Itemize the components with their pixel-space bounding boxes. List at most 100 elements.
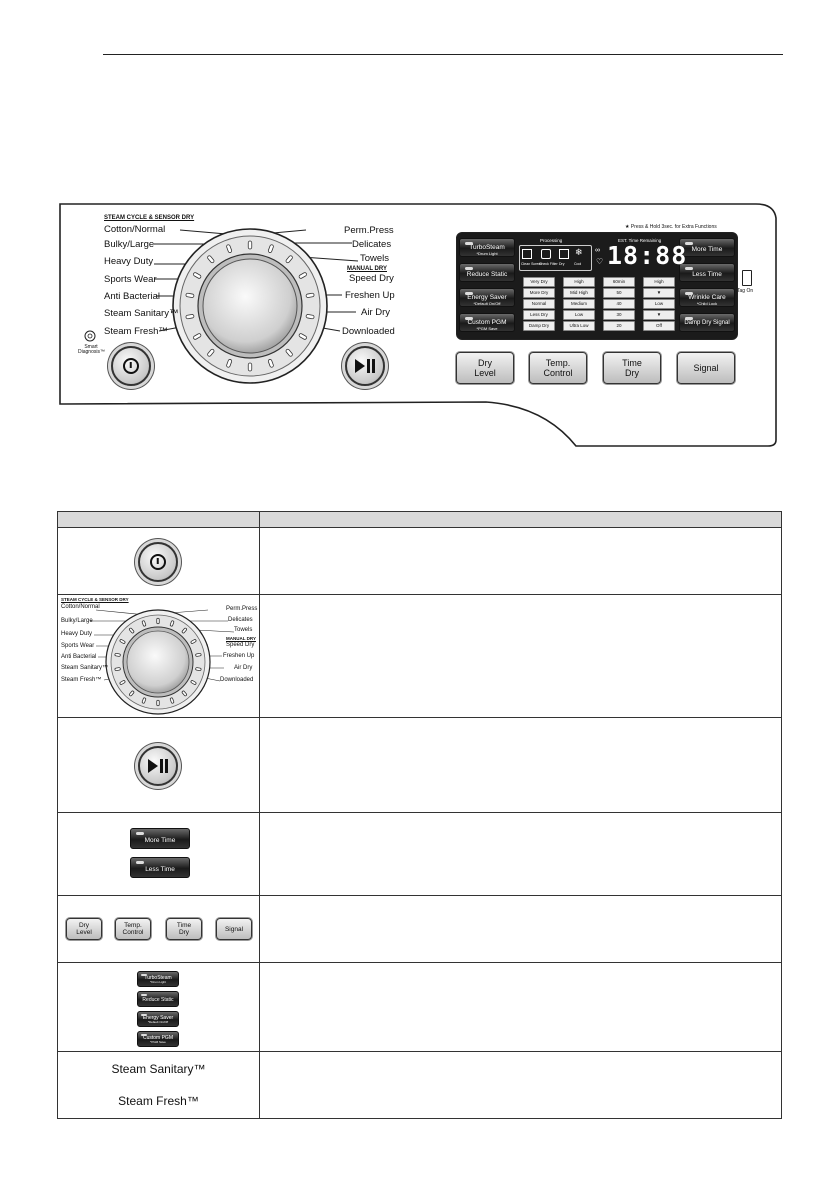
start-pause-button[interactable] bbox=[345, 346, 385, 386]
cell: High bbox=[563, 277, 595, 287]
led-indicator bbox=[141, 1014, 147, 1016]
cell: More Dry bbox=[523, 288, 555, 298]
icon-cool: Cool bbox=[574, 262, 582, 266]
cell: Low bbox=[563, 310, 595, 320]
led-indicator bbox=[141, 1034, 147, 1036]
panel-outline bbox=[59, 203, 777, 447]
energy-saver-sub: *Default On/Off bbox=[473, 301, 501, 306]
table-row: More Time Less Time bbox=[57, 812, 782, 896]
dial-thumbnail: STEAM CYCLE & SENSOR DRY Cotton/Normal B… bbox=[58, 595, 259, 717]
led-indicator bbox=[465, 267, 473, 270]
icon-check-filter: Check Filter bbox=[539, 262, 558, 266]
temp-control-l2: Control bbox=[543, 368, 573, 378]
temp-control-l1: Temp. bbox=[545, 358, 571, 368]
dial-led-tick bbox=[129, 627, 135, 634]
cycle-speed-dry: Speed Dry bbox=[349, 273, 394, 284]
thumb-cycle-label: Steam Fresh™ bbox=[61, 677, 102, 683]
dial-led-tick bbox=[185, 292, 195, 298]
table-row: STEAM CYCLE & SENSOR DRY Cotton/Normal B… bbox=[57, 594, 782, 718]
control-panel: STEAM CYCLE & SENSOR DRY Cotton/Normal B… bbox=[56, 202, 778, 448]
less-time-label: Less Time bbox=[692, 271, 722, 278]
temp-control-button[interactable]: Temp.Control bbox=[529, 352, 587, 384]
table-row: TurboSteam *Drum Light Reduce Static Ene… bbox=[57, 962, 782, 1052]
custom-pgm-sub: *PGM Save bbox=[150, 1040, 166, 1044]
time-dry-l2: Dry bbox=[178, 929, 190, 936]
temp-control-l2: Control bbox=[122, 929, 144, 936]
power-icon bbox=[149, 553, 167, 571]
smart-diagnosis-label: Smart Diagnosis™ bbox=[78, 344, 105, 355]
cell: Medium bbox=[563, 299, 595, 309]
time-dry-l2: Dry bbox=[624, 368, 639, 378]
dial-led-tick bbox=[181, 690, 187, 697]
thumb-cycle-label: Bulky/Large bbox=[61, 618, 93, 624]
thumb-cycle-label: Steam Sanitary™ bbox=[61, 665, 109, 671]
custom-pgm-button[interactable]: Custom PGM *PGM Save bbox=[459, 313, 515, 332]
cycle-bulky-large: Bulky/Large bbox=[104, 239, 155, 250]
tag-on-icon[interactable] bbox=[742, 270, 752, 286]
dial-led-tick bbox=[193, 333, 202, 340]
power-button[interactable] bbox=[111, 346, 151, 386]
dial-led-tick bbox=[119, 639, 126, 644]
dial-led-tick bbox=[226, 359, 233, 368]
cell: ▼ bbox=[643, 310, 675, 320]
cell: 60min bbox=[603, 277, 635, 287]
dial-led-tick bbox=[305, 314, 315, 320]
cycle-delicates: Delicates bbox=[352, 239, 392, 250]
dial-led-tick bbox=[298, 333, 307, 340]
thumb-cycle-label: Air Dry bbox=[234, 665, 253, 671]
table-header-row bbox=[57, 511, 782, 528]
dial-ticks bbox=[185, 240, 315, 372]
dial-led-tick bbox=[267, 359, 274, 368]
play-pause-icon bbox=[148, 759, 168, 773]
led-indicator bbox=[685, 242, 693, 245]
signal-button: Signal bbox=[216, 918, 252, 940]
dial-led-tick bbox=[207, 255, 215, 264]
icon-dry: Dry bbox=[559, 262, 565, 266]
clean-screen-icon bbox=[522, 249, 532, 259]
cool-icon: ❄ bbox=[575, 247, 583, 257]
cycle-sports-wear: Sports Wear bbox=[104, 274, 157, 285]
dial-led-tick bbox=[114, 667, 121, 672]
turbosteam-sub: *Drum Light bbox=[150, 980, 166, 984]
less-time-button[interactable]: Less Time bbox=[679, 263, 735, 282]
check-filter-icon bbox=[541, 249, 551, 259]
time-dry-l1: Time bbox=[176, 922, 192, 929]
reduce-static-button[interactable]: Reduce Static bbox=[459, 263, 515, 282]
turbosteam-label: TurboSteam bbox=[144, 975, 172, 981]
thumb-cycle-label: Towels bbox=[234, 627, 253, 633]
dial-led-tick bbox=[195, 667, 202, 672]
temp-control-l1: Temp. bbox=[124, 922, 142, 929]
less-time-label: Less Time bbox=[145, 866, 175, 873]
start-pause-button bbox=[138, 746, 178, 786]
cycle-header: STEAM CYCLE & SENSOR DRY bbox=[104, 215, 195, 221]
manual-dry-header: MANUAL DRY bbox=[347, 266, 387, 272]
dial-led-tick bbox=[181, 627, 187, 634]
play-pause-icon bbox=[355, 359, 375, 373]
dial-led-tick bbox=[226, 244, 233, 253]
heart-icon: ♡ bbox=[596, 257, 604, 266]
thumb-cycle-label: Delicates bbox=[228, 617, 253, 623]
more-time-button[interactable]: More Time bbox=[679, 238, 735, 257]
temp-control-button: Temp.Control bbox=[115, 918, 151, 940]
wrinkle-care-button[interactable]: Wrinkle Care *Child Lock bbox=[679, 288, 735, 307]
table-row: Steam Sanitary™ Steam Fresh™ bbox=[57, 1051, 782, 1119]
power-button bbox=[138, 542, 178, 582]
brand-steam-sanitary: Steam Sanitary™ bbox=[111, 1062, 206, 1076]
dial-led-tick bbox=[195, 652, 202, 657]
table-row bbox=[57, 527, 782, 595]
icon-clean-screen: Clean Screen bbox=[521, 262, 543, 266]
cell: 50 bbox=[603, 288, 635, 298]
cycle-cotton-normal: Cotton/Normal bbox=[104, 224, 166, 235]
turbosteam-button[interactable]: TurboSteam *Drum Light bbox=[459, 238, 515, 257]
damp-dry-signal-button[interactable]: Damp Dry Signal bbox=[679, 313, 735, 332]
energy-saver-button[interactable]: Energy Saver *Default On/Off bbox=[459, 288, 515, 307]
reduce-static-button: Reduce Static bbox=[137, 991, 179, 1007]
dial-led-tick bbox=[169, 697, 175, 704]
dial-led-tick bbox=[156, 699, 160, 707]
table-header-cell bbox=[259, 511, 782, 528]
cell: Very Dry bbox=[523, 277, 555, 287]
signal-button[interactable]: Signal bbox=[677, 352, 735, 384]
